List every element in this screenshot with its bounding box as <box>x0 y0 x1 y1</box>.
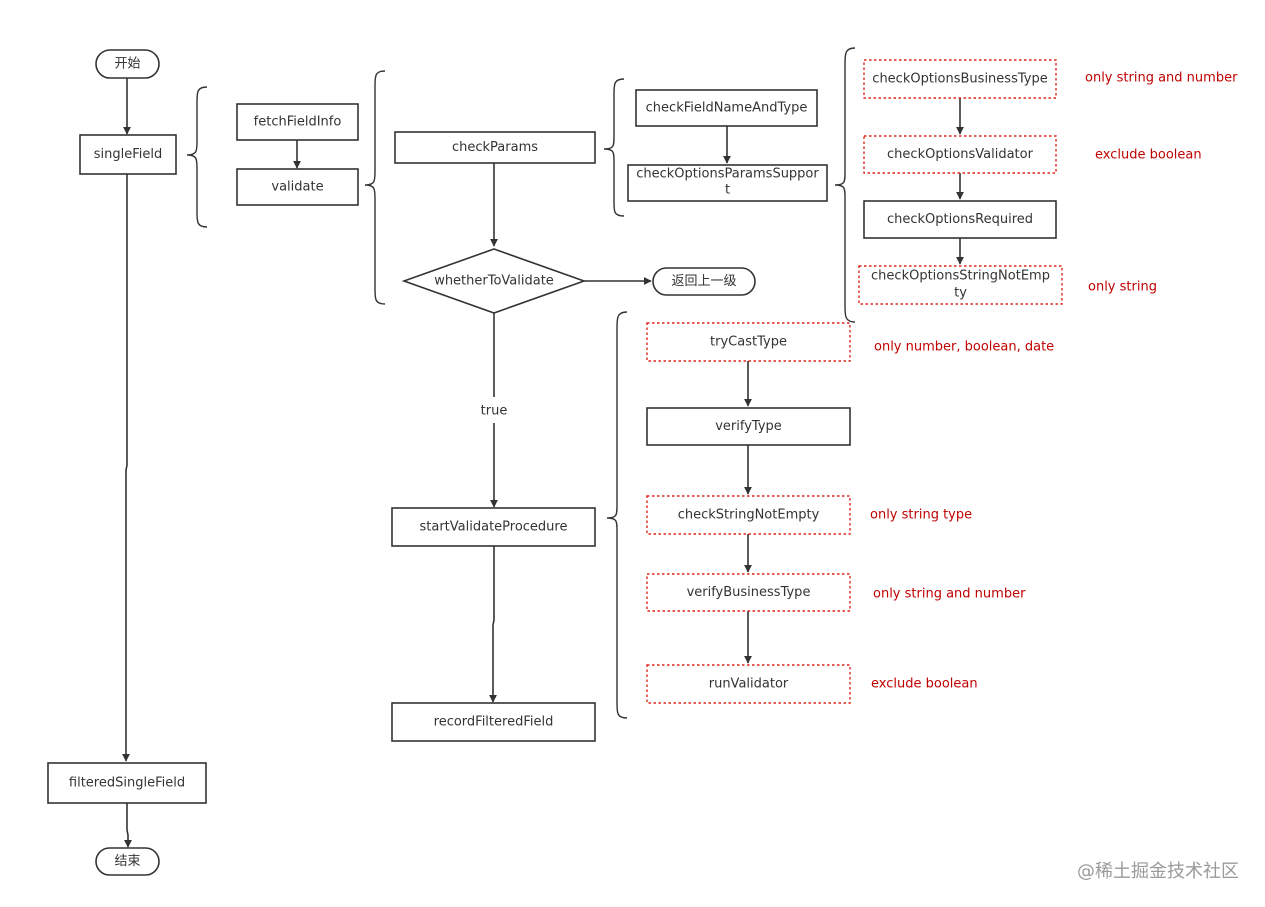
checkoptionsstringnotempty-label-line2: ty <box>954 286 967 301</box>
fetchfieldinfo-box <box>236 103 359 141</box>
whethertovalidate-label: whetherToValidate <box>434 274 554 289</box>
checkoptionsrequired-box <box>863 200 1057 239</box>
return-up-label: 返回上一级 <box>671 274 736 289</box>
return-up-terminal <box>652 267 756 296</box>
verifybusinesstype-label: verifyBusinessType <box>687 585 811 600</box>
end-label: 结束 <box>114 854 140 869</box>
fetchfieldinfo-label: fetchFieldInfo <box>254 115 342 130</box>
checkoptionsrequired-label: checkOptionsRequired <box>887 212 1033 227</box>
checkoptionsstringnotempty-label-line1: checkOptionsStringNotEmp <box>871 269 1050 284</box>
filtered-singlefield-box <box>47 762 207 804</box>
trycasttype-box <box>646 322 851 362</box>
checkoptionsvalidator-box <box>863 135 1057 174</box>
note-string-not-empty: only string <box>1088 280 1157 295</box>
checkoptionsbusinesstype-box <box>863 59 1057 99</box>
runvalidator-box <box>646 664 851 704</box>
brace-validate <box>364 70 386 305</box>
whethertovalidate-decision <box>401 248 587 314</box>
note-business-type: only string and number <box>1085 71 1238 86</box>
brace-paramssupport <box>834 47 856 323</box>
edge-startvalidate-to-record <box>489 546 497 703</box>
start-terminal <box>95 49 160 79</box>
note-run-validator: exclude boolean <box>871 677 978 692</box>
edge-filtered-to-end <box>124 803 132 848</box>
checkoptionsparamssupport-label-line1: checkOptionsParamsSuppor <box>636 167 819 182</box>
verifytype-box <box>646 407 851 446</box>
validate-box <box>236 168 359 206</box>
startvalidateprocedure-box <box>391 507 596 547</box>
filtered-singlefield-label: filteredSingleField <box>69 776 185 791</box>
note-verify-business: only string and number <box>873 587 1026 602</box>
true-label-bg <box>476 399 514 421</box>
verifytype-label: verifyType <box>715 419 782 434</box>
checkparams-label: checkParams <box>452 140 538 155</box>
brace-singlefield <box>186 86 208 228</box>
checkparams-box <box>394 131 596 164</box>
note-validator: exclude boolean <box>1095 148 1202 163</box>
note-check-string: only string type <box>870 508 972 523</box>
checkoptionsbusinesstype-label: checkOptionsBusinessType <box>872 72 1047 87</box>
checkoptionsstringnotempty-box <box>858 265 1063 305</box>
checkfieldnameandtype-box <box>635 89 818 127</box>
recordfilteredfield-box <box>391 702 596 742</box>
note-try-cast: only number, boolean, date <box>874 340 1054 355</box>
recordfilteredfield-label: recordFilteredField <box>434 715 554 730</box>
verifybusinesstype-box <box>646 573 851 612</box>
true-edge-label: true <box>481 404 508 419</box>
end-terminal <box>95 847 160 876</box>
checkoptionsparamssupport-label-line2: t <box>725 183 730 198</box>
start-label: 开始 <box>114 57 140 72</box>
notes: only string and number exclude boolean o… <box>870 71 1238 692</box>
validate-label: validate <box>271 180 323 195</box>
brace-checkparams <box>603 78 625 217</box>
trycasttype-label: tryCastType <box>710 335 787 350</box>
startvalidateprocedure-label: startValidateProcedure <box>420 520 568 535</box>
checkstringnotempty-box <box>646 495 851 535</box>
runvalidator-label: runValidator <box>709 677 789 692</box>
edge-singlefield-to-filtered <box>122 174 130 762</box>
brace-startvalidate <box>606 311 628 719</box>
singlefield-box <box>79 134 177 175</box>
checkfieldnameandtype-label: checkFieldNameAndType <box>646 101 808 116</box>
edges <box>122 78 964 848</box>
braces <box>186 47 856 719</box>
checkoptionsparamssupport-box <box>627 164 828 202</box>
singlefield-label: singleField <box>94 147 163 162</box>
watermark: @稀土掘金技术社区 <box>1077 861 1239 882</box>
checkstringnotempty-label: checkStringNotEmpty <box>678 508 820 523</box>
nodes: 开始 结束 singleField filteredSingleField fe… <box>47 49 1063 876</box>
checkoptionsvalidator-label: checkOptionsValidator <box>887 147 1034 162</box>
